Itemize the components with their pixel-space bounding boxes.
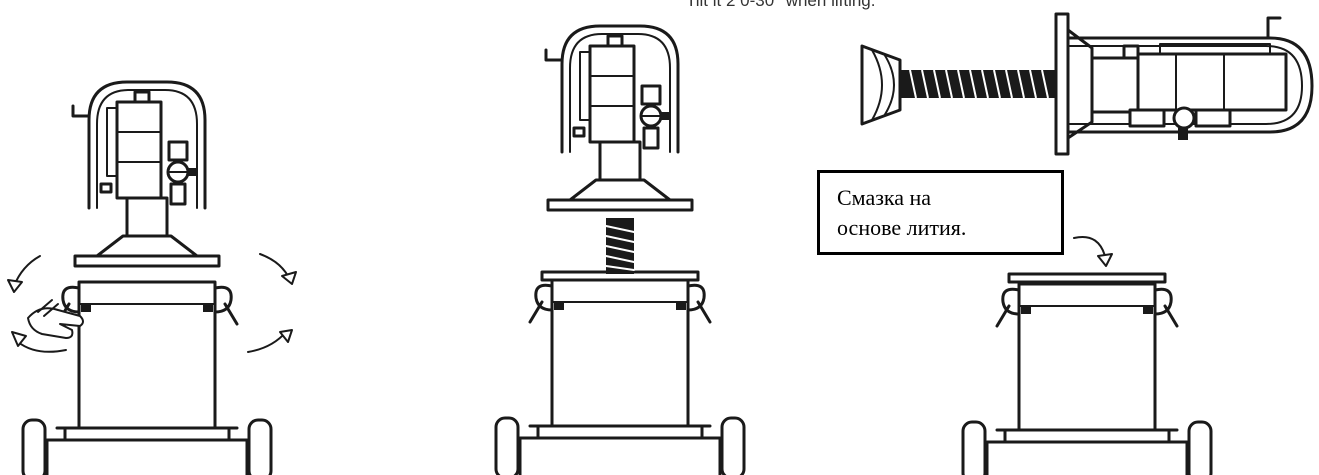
figure-2-lifted-pump bbox=[494, 24, 746, 475]
lithium-grease-label: Смазка на основе лития. bbox=[817, 170, 1064, 255]
figure-3-tilted-pump bbox=[860, 12, 1314, 156]
hand-icon bbox=[27, 299, 84, 339]
label-line-2: основе лития. bbox=[837, 215, 967, 240]
label-line-1: Смазка на bbox=[837, 185, 932, 210]
air-regulator-icon bbox=[1128, 106, 1232, 140]
curved-arrow-icon bbox=[1073, 236, 1113, 267]
spring-icon bbox=[605, 218, 635, 274]
instruction-text: Tilt it 2 0-30° when lifting. bbox=[686, 0, 876, 10]
figure-1-assembled-pump bbox=[7, 80, 297, 475]
figure-4-drum-with-lid bbox=[961, 236, 1213, 475]
curved-arrow-icon bbox=[7, 253, 297, 353]
